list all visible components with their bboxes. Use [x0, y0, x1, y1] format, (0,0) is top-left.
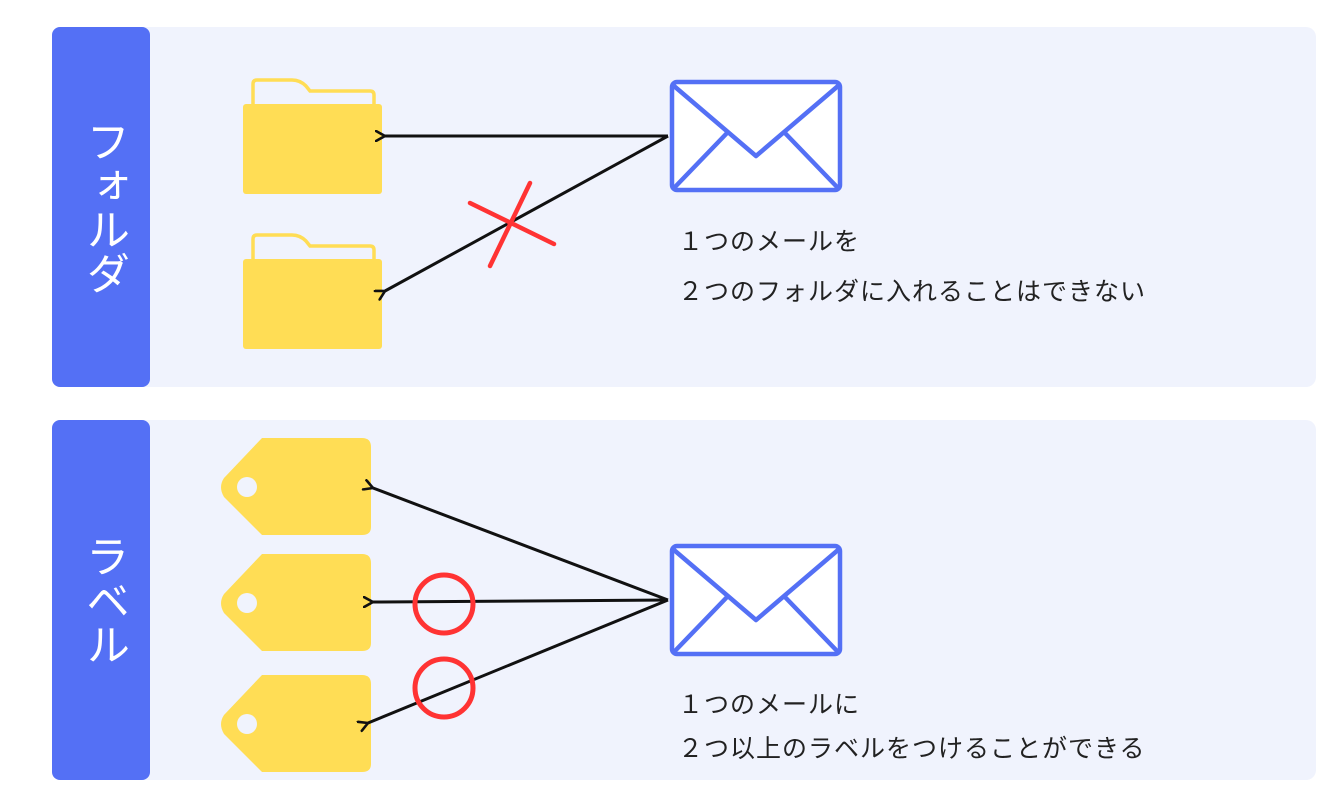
- folder-side-label: フォルダ: [78, 119, 129, 295]
- label-side-label: ラベル: [78, 534, 129, 666]
- envelope-icon: [672, 82, 840, 190]
- label-note-line2: ２つ以上のラベルをつけることができる: [678, 734, 1146, 763]
- label-side-label-bg: [52, 420, 150, 780]
- folder-section: フォルダ １つのメールを ２つのフォルダに入れることはできない: [52, 27, 1316, 387]
- circle-mark-icon: [412, 572, 476, 636]
- label-section: ラベル １つのメールに ２つ以上のラベルをつけることができる: [52, 420, 1316, 780]
- arrow: [385, 134, 669, 291]
- label-note-line1: １つのメールに: [678, 690, 860, 719]
- folder-note-line1: １つのメールを: [678, 227, 860, 256]
- folder-side-label-bg: [52, 27, 150, 387]
- folder-note-line2: ２つのフォルダに入れることはできない: [678, 277, 1146, 306]
- arrow: [373, 488, 669, 602]
- cross-mark-icon: [467, 180, 557, 269]
- envelope-icon: [672, 546, 840, 654]
- circle-mark-icon: [412, 656, 476, 720]
- arrow: [373, 600, 669, 602]
